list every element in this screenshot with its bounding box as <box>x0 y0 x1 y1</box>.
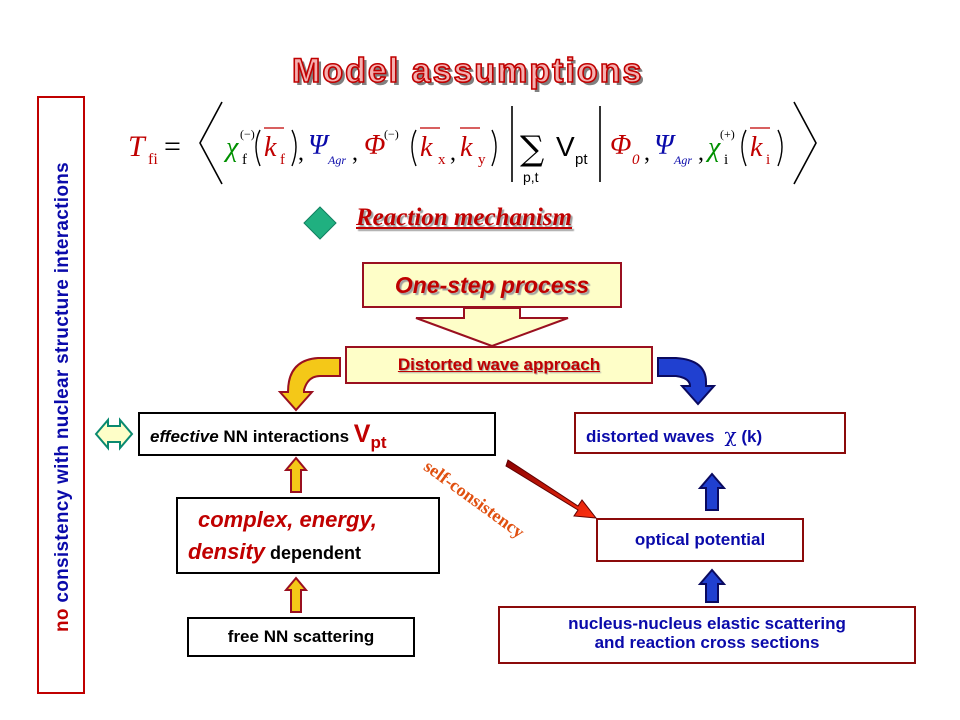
formula-k-y-sub: y <box>478 152 486 168</box>
vertical-label-rest: consistency with nuclear structure inter… <box>52 161 73 609</box>
formula-comma: , <box>352 140 358 166</box>
one-step-process-box: One-step process <box>362 262 622 308</box>
formula-equals: = <box>164 130 181 163</box>
formula-comma: , <box>698 140 704 166</box>
t-matrix-formula: T fi = χ (−) f k f , Ψ Agr , Φ (−) k x ,… <box>128 101 817 185</box>
formula-phi: Φ <box>364 130 385 161</box>
red-diagonal-arrow-icon <box>505 459 598 519</box>
effective-rest: NN interactions <box>218 427 354 446</box>
formula-v-sub: pt <box>575 151 588 168</box>
yellow-up-arrow-icon <box>283 456 309 493</box>
formula-phi-0-sub: 0 <box>632 152 640 168</box>
blue-up-arrow-icon <box>697 472 727 511</box>
yellow-curved-arrow-icon <box>277 357 341 412</box>
effective-interactions-label: effective NN interactions Vpt <box>150 420 387 453</box>
yellow-up-arrow-icon <box>283 576 309 613</box>
formula-comma: , <box>450 140 456 166</box>
formula-paren <box>491 129 497 167</box>
formula-k-x-sub: x <box>438 152 446 168</box>
blue-up-arrow-icon <box>697 568 727 603</box>
page-title-shadow: Model assumptions <box>295 55 646 93</box>
nn-elastic-line-1: nucleus-nucleus elastic scattering <box>568 614 846 633</box>
formula-k-f-sub: f <box>280 152 285 168</box>
formula-chi-i-sup: (+) <box>720 127 735 141</box>
page-title: Model assumptions Model assumptions <box>291 51 646 93</box>
formula-psi-2-sub: Agr <box>673 153 692 167</box>
formula-left-angle <box>199 101 223 185</box>
formula-paren <box>291 129 297 167</box>
formula-k-i-sub: i <box>766 152 770 168</box>
formula-chi-f-sub: f <box>242 152 247 168</box>
formula-paren <box>255 129 261 167</box>
double-arrow-icon <box>94 417 134 451</box>
complex-energy-density-box: complex, energy, density dependent <box>176 497 440 574</box>
vertical-label: no consistency with nuclear structure in… <box>52 162 74 632</box>
nucleus-nucleus-scattering-box: nucleus-nucleus elastic scattering and r… <box>498 606 916 664</box>
complex-line-2: density dependent <box>188 539 361 565</box>
formula-psi-1: Ψ <box>308 130 330 161</box>
reaction-mechanism-heading: Reaction mechanism <box>356 204 572 231</box>
vertical-label-prefix: no <box>52 608 73 633</box>
distorted-waves-label: distorted waves χ (k) <box>586 423 762 447</box>
chi-symbol: χ <box>724 423 737 447</box>
density-word: density <box>188 539 266 564</box>
formula-phi-sup: (−) <box>384 127 399 141</box>
formula-chi-f: χ <box>223 132 239 163</box>
effective-word: effective <box>150 427 219 446</box>
complex-line-1: complex, energy, <box>198 507 377 532</box>
formula-v: V <box>556 131 575 162</box>
effective-interactions-box: effective NN interactions Vpt <box>138 412 496 456</box>
formula-k-f: k <box>264 132 277 163</box>
formula-chi-i: χ <box>705 132 721 163</box>
page-title-text: Model assumptions <box>292 52 643 90</box>
formula-phi-0: Φ <box>610 130 631 161</box>
blue-curved-arrow-icon <box>657 357 717 406</box>
formula-right-angle <box>793 101 817 185</box>
formula-chi-f-sup: (−) <box>240 127 255 141</box>
formula-paren <box>411 129 417 167</box>
formula-comma: , <box>644 140 650 166</box>
formula-t: T <box>128 130 147 163</box>
formula-k-i: k <box>750 132 763 163</box>
distorted-waves-text: distorted waves <box>586 427 715 446</box>
effective-v-sub: pt <box>370 433 387 452</box>
formula-psi-1-sub: Agr <box>327 153 346 167</box>
vertical-label-box: no consistency with nuclear structure in… <box>37 96 85 694</box>
distorted-wave-approach-box: Distorted wave approach <box>345 346 653 384</box>
formula-t-sub: fi <box>148 151 158 168</box>
nn-elastic-line-2: and reaction cross sections <box>594 633 820 652</box>
dependent-word: dependent <box>265 543 362 563</box>
diamond-bullet-icon <box>303 206 337 240</box>
formula-sum-sub: p,t <box>523 169 539 185</box>
formula-sum: ∑ <box>520 129 544 169</box>
optical-potential-box: optical potential <box>596 518 804 562</box>
formula-comma: , <box>298 140 304 166</box>
down-arrow-icon <box>415 308 569 348</box>
formula-k-y: k <box>460 132 473 163</box>
effective-v: V <box>353 420 371 448</box>
k-argument: (k) <box>736 427 763 446</box>
formula-psi-2: Ψ <box>654 130 676 161</box>
formula-chi-i-sub: i <box>724 152 728 168</box>
formula-paren <box>741 129 747 167</box>
distorted-waves-box: distorted waves χ (k) <box>574 412 846 454</box>
free-nn-scattering-box: free NN scattering <box>187 617 415 657</box>
formula-k-x: k <box>420 132 433 163</box>
formula-paren <box>777 129 783 167</box>
